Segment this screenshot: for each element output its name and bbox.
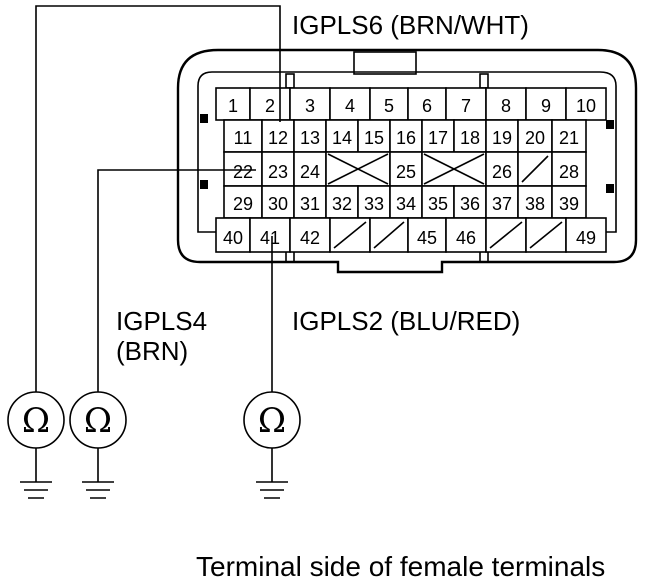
terminal-label: 14 [332,128,352,148]
terminal-label: 6 [422,96,432,116]
ohm-symbol: Ω [258,401,286,441]
terminal-7 [445,87,487,121]
terminal-18 [453,119,487,153]
terminal-label: 23 [268,162,288,182]
terminal-label: 33 [364,194,384,214]
terminal-label: 21 [559,128,579,148]
label-igpls6: IGPLS6 (BRN/WHT) [292,10,529,40]
terminal-label: 22 [233,162,253,182]
terminal-label: 26 [492,162,512,182]
terminal-30 [261,185,295,219]
terminal-15 [357,119,391,153]
terminal-label: 38 [525,194,545,214]
terminal-label: 45 [417,228,437,248]
terminal-24 [293,151,327,187]
blank-slash-mark [489,221,523,249]
terminal-label: 16 [396,128,416,148]
blank-cross-mark [327,153,389,185]
terminal-46 [445,217,487,253]
ground-icon [20,448,52,499]
lead-igpls6 [35,5,281,392]
terminal-label: 37 [492,194,512,214]
terminal-label: 28 [559,162,579,182]
terminal-label: 17 [428,128,448,148]
terminal-9 [525,87,567,121]
terminal-39 [551,185,587,219]
terminal-label: 3 [305,96,315,116]
terminal-2 [249,87,291,121]
ground-icon [82,448,114,499]
terminal-label: 12 [268,128,288,148]
terminal-21 [551,119,587,153]
terminal-label: 30 [268,194,288,214]
terminal-label: 29 [233,194,253,214]
label-igpls4-line2: (BRN) [116,336,188,366]
terminal-label: 13 [300,128,320,148]
terminal-label: 39 [559,194,579,214]
terminal-label: 36 [460,194,480,214]
terminal-25 [389,151,423,187]
terminal-5 [369,87,409,121]
terminal-label: 41 [260,228,280,248]
blank-slash-mark [333,221,367,249]
ground-icon [256,448,288,499]
terminal-label: 7 [461,96,471,116]
terminal-label: 31 [300,194,320,214]
terminal-label: 35 [428,194,448,214]
connector-housing [176,48,638,274]
terminal-label: 10 [576,96,596,116]
terminal-label: 2 [265,96,275,116]
ohmmeter-igpls4: Ω [69,391,127,499]
terminal-label: 25 [396,162,416,182]
terminal-label: 8 [501,96,511,116]
terminal-20 [517,119,553,153]
terminal-label: 11 [234,128,253,148]
terminal-label: 32 [332,194,352,214]
blank-cross-mark [423,153,485,185]
terminal-41 [249,217,291,253]
terminal-label: 46 [456,228,476,248]
ohm-symbol: Ω [84,401,112,441]
ohmmeter-igpls2: Ω [243,391,301,499]
terminal-label: 15 [364,128,384,148]
terminal-33 [357,185,391,219]
blank-slash-mark [529,221,563,249]
label-igpls4-line1: IGPLS4 [116,306,207,336]
terminal-label: 5 [384,96,394,116]
terminal-label: 19 [492,128,512,148]
ohmmeter-igpls6: Ω [7,391,65,499]
blank-slash-mark [521,155,549,183]
terminal-label: 24 [300,162,320,182]
terminal-label: 40 [223,228,243,248]
terminal-14 [325,119,359,153]
caption: Terminal side of female terminals [196,551,605,582]
terminal-label: 42 [300,228,320,248]
test-leads [35,5,281,392]
label-igpls2: IGPLS2 (BLU/RED) [292,306,520,336]
terminal-6 [407,87,447,121]
blank-slash-mark [373,221,405,249]
terminal-49 [565,217,607,253]
lead-igpls4 [97,169,256,392]
terminal-label: 18 [460,128,480,148]
terminal-label: 1 [228,96,238,116]
terminal-4 [329,87,371,121]
terminal-label: 49 [576,228,596,248]
terminal-10 [565,87,607,121]
terminal-label: 4 [345,96,355,116]
terminal-label: 34 [396,194,416,214]
ohm-symbol: Ω [22,401,50,441]
terminal-40 [215,217,251,253]
terminal-label: 9 [541,96,551,116]
terminal-31 [293,185,327,219]
terminal-45 [407,217,447,253]
terminal-28 [551,151,587,187]
terminal-label: 20 [525,128,545,148]
